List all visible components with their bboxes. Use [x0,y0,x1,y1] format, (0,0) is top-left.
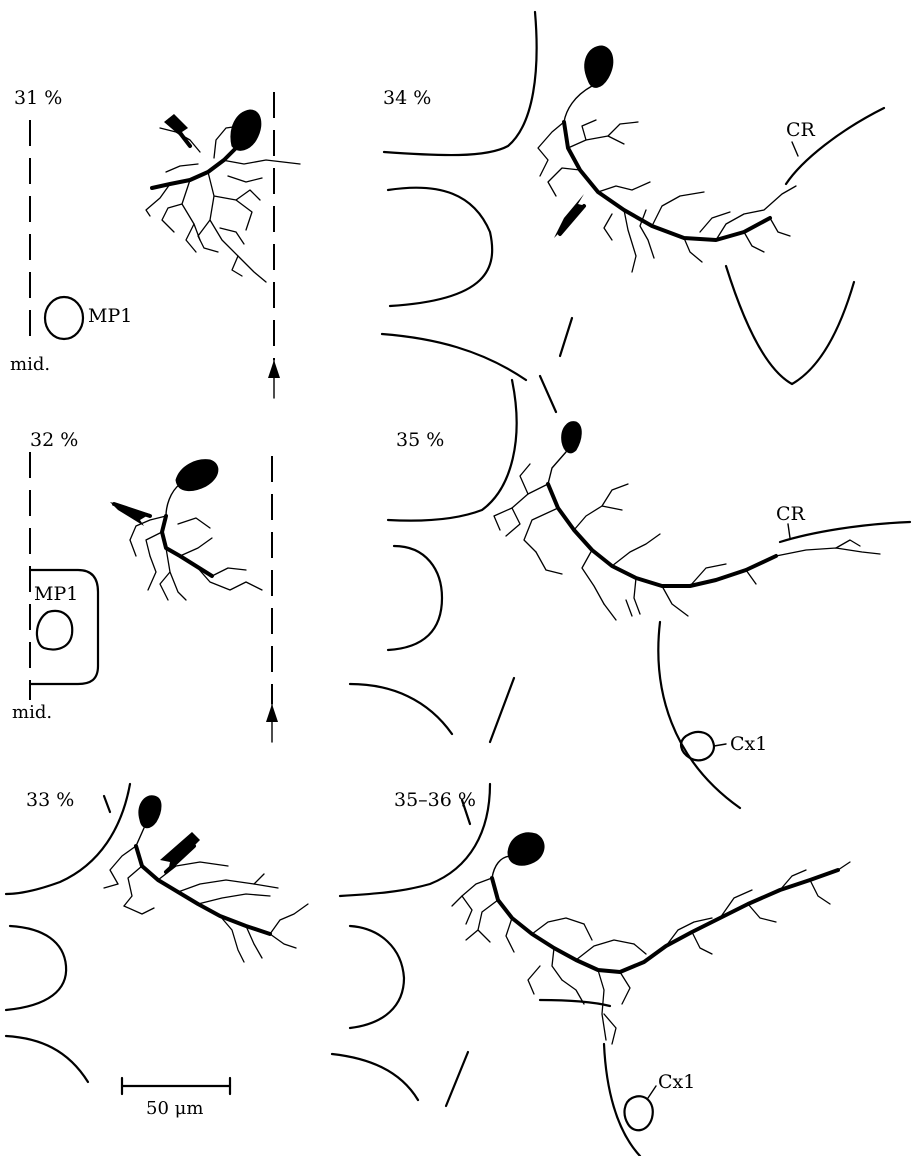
neuron-arbor [130,484,262,600]
soma [231,110,261,150]
mp1-outline [37,611,72,649]
arrow-up-icon [266,704,278,722]
panel-34: 34 % CR [382,12,884,384]
cr-label: CR [786,119,816,141]
panel-31: 31 % MP1 mid. [10,87,300,398]
cortex-boundary [726,266,854,384]
midline-label: mid. [10,354,50,375]
cr-boundary [780,522,910,542]
mp1-outline [45,297,83,339]
arrow-up-icon [268,360,280,378]
tissue-boundary-top [104,796,110,812]
cortex-boundary [658,622,740,808]
mp1-label: MP1 [34,583,78,605]
cr-leader [788,524,790,538]
soma [508,833,544,865]
stage-label: 31 % [14,87,62,109]
cx1-label: Cx1 [658,1071,695,1093]
soma [176,460,218,491]
soma [585,46,613,87]
arrow-marker-icon [160,832,200,872]
neuron-arbor [538,86,796,272]
panel-35-36: 35–36 % Cx1 [332,784,850,1156]
tissue-boundary-top [540,376,556,412]
scale-bar: 50 μm [122,1078,230,1119]
stage-label: 35 % [396,429,444,451]
cortex-boundary [604,1044,640,1156]
cr-label: CR [776,503,806,525]
cx1-leader [648,1086,656,1098]
mp1-label: MP1 [88,305,132,327]
soma [562,422,582,453]
tissue-boundary-left [388,546,442,650]
cx1-outline [681,732,714,760]
tissue-boundary-lower-right [490,678,514,742]
midline-label: mid. [12,702,52,723]
tissue-boundary-lower [350,684,452,734]
arrow-marker-icon [554,194,586,238]
tissue-boundary-lower [382,334,526,380]
soma [139,796,161,828]
tissue-boundary-left [388,188,492,306]
cx1-leader [714,744,726,746]
neuron-arbor [104,828,308,962]
tissue-boundary-left [6,926,66,1010]
neuron-arbor [494,452,880,620]
tissue-boundary-lower-right [560,318,572,356]
neuron-arbor [452,856,850,1044]
cx1-label: Cx1 [730,733,767,755]
cx1-outline [625,1096,653,1130]
tissue-boundary-left [350,926,404,1028]
stage-label: 34 % [383,87,431,109]
scale-bar-label: 50 μm [146,1098,203,1119]
neuron-arbor [146,126,300,282]
panel-33: 33 % 50 μm [6,784,308,1119]
tissue-boundary-lower [332,1054,418,1100]
panel-32: 32 % MP1 mid. [12,429,278,742]
tissue-boundary-upper [384,12,537,155]
stage-label: 32 % [30,429,78,451]
tissue-boundary-lower-right [446,1052,468,1106]
stage-label: 33 % [26,789,74,811]
tissue-boundary-lower [6,1036,88,1082]
cortex-boundary-short [540,1000,610,1006]
panel-35: 35 % CR Cx1 [350,376,910,808]
cr-leader [792,142,798,156]
